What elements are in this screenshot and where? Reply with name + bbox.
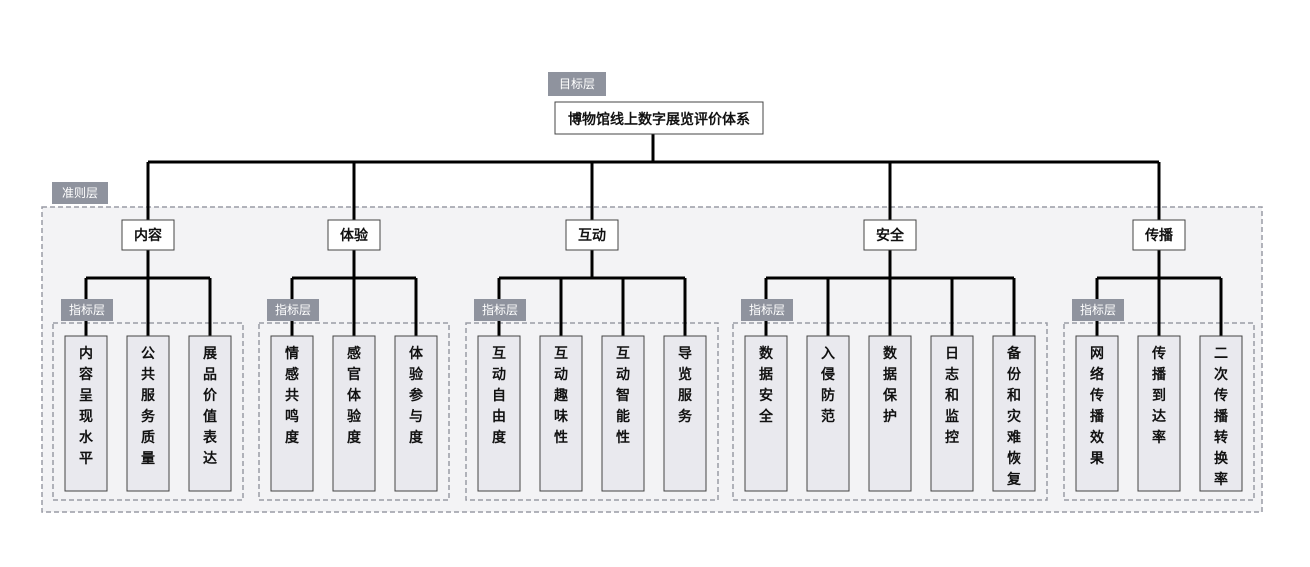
- indicator-layer-tag-2-label: 指标层: [482, 302, 518, 317]
- indicator-node-box-4-2: [1199, 335, 1243, 492]
- indicator-node-box-3-3: [930, 335, 974, 492]
- indicator-layer-tag-1: 指标层: [267, 299, 319, 321]
- indicator-node-box-1-1: [332, 335, 376, 492]
- indicator-node-box-1-2: [394, 335, 438, 492]
- indicator-node-3-4: 备份和灾难恢复: [992, 335, 1036, 492]
- root-node: 博物馆线上数字展览评价体系: [554, 101, 764, 135]
- indicator-node-label-3-1: 入侵防范: [820, 346, 835, 425]
- criteria-node-box-1: [327, 219, 381, 251]
- indicator-node-label-0-2: 展品价值表达: [202, 346, 218, 467]
- indicator-layer-tag-0-label: 指标层: [69, 302, 105, 317]
- indicator-node-label-0-0: 内容呈现水平: [78, 345, 94, 467]
- indicator-node-3-2: 数据保护: [868, 335, 912, 492]
- indicator-node-label-3-0: 数据安全: [758, 345, 774, 425]
- criteria-node-box-0: [121, 219, 175, 251]
- indicator-node-label-3-4: 备份和灾难恢复: [1006, 345, 1022, 488]
- indicator-node-box-0-1: [126, 335, 170, 492]
- criteria-node-2: 互动: [565, 219, 619, 251]
- indicator-node-1-2: 体验参与度: [394, 335, 438, 492]
- goal-layer-tag-label: 目标层: [559, 77, 595, 91]
- indicator-node-label-2-1: 互动趣味性: [553, 346, 569, 446]
- indicator-node-label-4-0: 网络传播效果: [1089, 346, 1105, 467]
- indicator-node-2-1: 互动趣味性: [539, 335, 583, 492]
- indicator-node-1-0: 情感共鸣度: [270, 335, 314, 492]
- indicator-node-0-0: 内容呈现水平: [64, 335, 108, 492]
- criteria-layer-tag-label: 准则层: [62, 186, 98, 200]
- indicator-node-box-4-0: [1075, 335, 1119, 492]
- criteria-node-label-1: 体验: [340, 227, 369, 244]
- indicator-node-4-0: 网络传播效果: [1075, 335, 1119, 492]
- indicator-node-box-2-0: [477, 335, 521, 492]
- criteria-layer-tag-bg: [52, 182, 108, 204]
- criteria-node-box-3: [863, 219, 917, 251]
- criteria-node-label-2: 互动: [578, 227, 606, 244]
- indicator-node-3-1: 入侵防范: [806, 335, 850, 492]
- criteria-node-1: 体验: [327, 219, 381, 251]
- criteria-node-label-4: 传播: [1144, 227, 1174, 244]
- indicator-layer-tag-1-label: 指标层: [275, 302, 311, 317]
- criteria-node-label-3: 安全: [876, 227, 905, 244]
- indicator-node-1-1: 感官体验度: [332, 335, 376, 492]
- goal-layer-tag-bg: [548, 72, 606, 96]
- indicator-node-label-0-1: 公共服务质量: [141, 346, 156, 467]
- indicator-node-0-2: 展品价值表达: [188, 335, 232, 492]
- indicator-node-4-2: 二次传播转换率: [1199, 335, 1243, 492]
- indicator-node-box-4-1: [1137, 335, 1181, 492]
- indicator-node-box-0-0: [64, 335, 108, 492]
- criteria-node-box-4: [1132, 219, 1186, 251]
- indicator-node-label-3-2: 数据保护: [882, 345, 898, 425]
- indicator-node-3-3: 日志和监控: [930, 335, 974, 492]
- indicator-node-box-3-0: [744, 335, 788, 492]
- criteria-node-0: 内容: [121, 219, 175, 251]
- indicator-node-box-2-2: [601, 335, 645, 492]
- indicator-node-box-3-1: [806, 335, 850, 492]
- indicator-layer-tag-0-bg: [61, 299, 113, 321]
- criteria-layer-tag: 准则层: [52, 182, 108, 204]
- indicator-node-2-0: 互动自由度: [477, 335, 521, 492]
- indicator-layer-tag-1-bg: [267, 299, 319, 321]
- indicator-node-label-1-1: 感官体验度: [347, 345, 362, 446]
- indicator-layer-tag-3: 指标层: [741, 299, 793, 321]
- criteria-node-3: 安全: [863, 219, 917, 251]
- indicator-layer-tag-2-bg: [474, 299, 526, 321]
- criteria-node-box-2: [565, 219, 619, 251]
- indicator-node-label-4-2: 二次传播转换率: [1213, 346, 1229, 488]
- root-node-label: 博物馆线上数字展览评价体系: [568, 111, 750, 128]
- indicator-node-box-3-4: [992, 335, 1036, 492]
- indicator-node-label-2-2: 互动智能性: [615, 346, 630, 446]
- indicator-layer-tag-2: 指标层: [474, 299, 526, 321]
- indicator-node-2-2: 互动智能性: [601, 335, 645, 492]
- indicator-node-4-1: 传播到达率: [1137, 335, 1181, 492]
- indicator-node-label-1-2: 体验参与度: [409, 345, 424, 446]
- indicator-node-label-3-3: 日志和监控: [945, 346, 959, 446]
- indicator-node-2-3: 导览服务: [663, 335, 707, 492]
- indicator-node-box-2-1: [539, 335, 583, 492]
- indicator-node-label-4-1: 传播到达率: [1151, 345, 1167, 446]
- indicator-node-label-2-3: 导览服务: [678, 346, 693, 425]
- indicator-layer-tag-3-label: 指标层: [749, 302, 785, 317]
- indicator-node-label-2-0: 互动自由度: [492, 346, 507, 446]
- indicator-layer-tag-3-bg: [741, 299, 793, 321]
- indicator-node-0-1: 公共服务质量: [126, 335, 170, 492]
- indicator-layer-tag-0: 指标层: [61, 299, 113, 321]
- criteria-node-4: 传播: [1132, 219, 1186, 251]
- goal-layer-tag: 目标层: [548, 72, 606, 96]
- indicator-node-box-0-2: [188, 335, 232, 492]
- criteria-node-label-0: 内容: [134, 227, 162, 244]
- indicator-node-box-3-2: [868, 335, 912, 492]
- indicator-node-label-1-0: 情感共鸣度: [285, 345, 300, 446]
- indicator-layer-tag-4: 指标层: [1072, 299, 1124, 321]
- indicator-node-box-1-0: [270, 335, 314, 492]
- root-node-box: [554, 101, 764, 135]
- indicator-layer-tag-4-label: 指标层: [1080, 302, 1116, 317]
- indicator-node-3-0: 数据安全: [744, 335, 788, 492]
- indicator-node-box-2-3: [663, 335, 707, 492]
- indicator-layer-tag-4-bg: [1072, 299, 1124, 321]
